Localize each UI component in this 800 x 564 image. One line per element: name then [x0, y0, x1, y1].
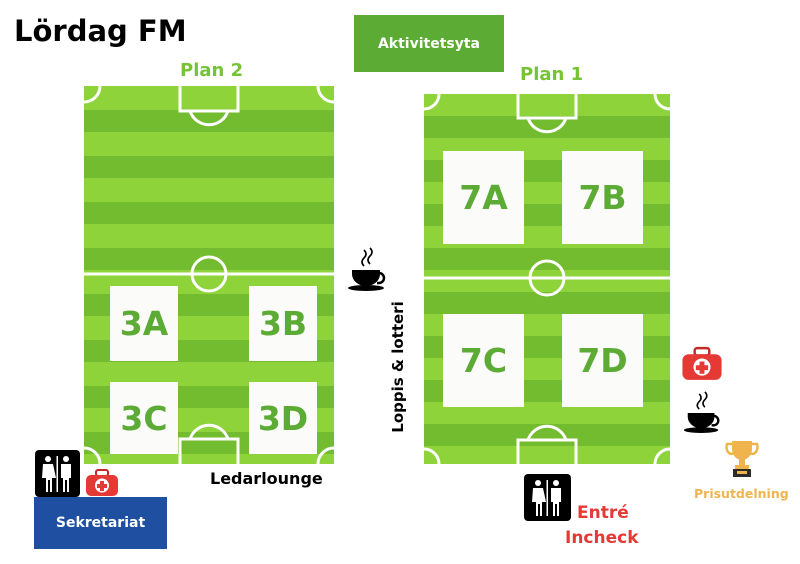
- sekretariat-area: Sekretariat: [34, 497, 167, 549]
- zone-3d: 3D: [249, 382, 317, 454]
- restroom-icon: [524, 474, 571, 521]
- pitch-plan-2: 3A 3B 3C 3D: [84, 86, 334, 464]
- coffee-icon: [346, 246, 390, 296]
- zone-7d: 7D: [562, 314, 643, 407]
- activity-area: Aktivitetsyta: [354, 15, 504, 72]
- entre-label: Entré: [577, 503, 629, 523]
- zone-3b: 3B: [249, 286, 317, 361]
- pitch-markings: [424, 94, 670, 464]
- page-title: Lördag FM: [14, 14, 187, 48]
- incheck-label: Incheck: [565, 528, 639, 548]
- zone-7a: 7A: [443, 151, 524, 244]
- trophy-icon: [724, 438, 760, 484]
- pitch-plan-1: 7A 7B 7C 7D: [424, 94, 670, 464]
- restroom-icon: [35, 450, 80, 497]
- zone-7c: 7C: [443, 314, 524, 407]
- zone-3a: 3A: [110, 286, 178, 361]
- zone-7b: 7B: [562, 151, 643, 244]
- loppis-label: Loppis & lotteri: [389, 301, 407, 433]
- first-aid-icon: [84, 468, 120, 502]
- plan-2-label: Plan 2: [180, 60, 244, 81]
- plan-1-label: Plan 1: [520, 64, 584, 85]
- coffee-icon: [682, 390, 724, 438]
- zone-3c: 3C: [110, 382, 178, 454]
- first-aid-icon: [680, 344, 724, 388]
- ledarlounge-label: Ledarlounge: [210, 469, 323, 488]
- prisutdelning-label: Prisutdelning: [694, 486, 789, 501]
